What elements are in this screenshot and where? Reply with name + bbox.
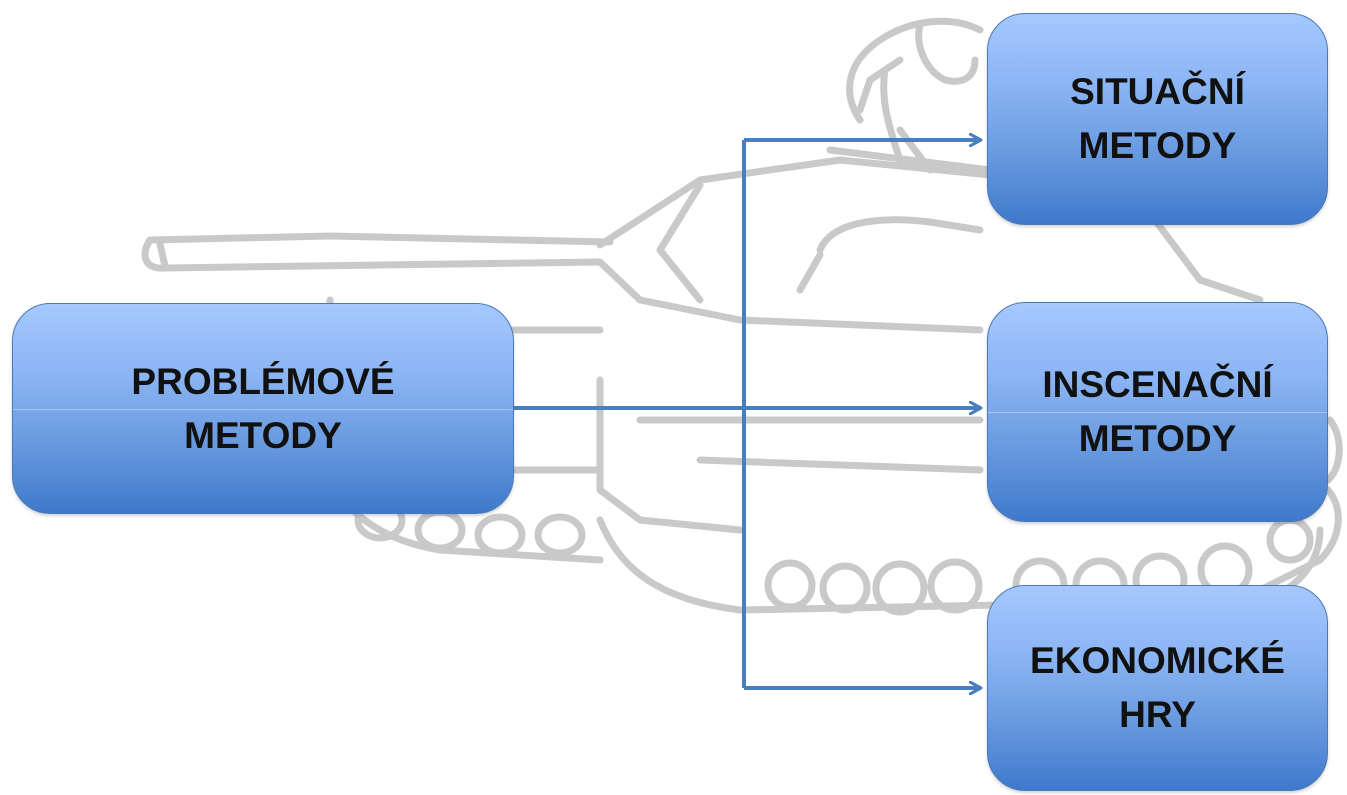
node-label: EKONOMICKÉ HRY [1030,640,1285,735]
node-situacni-metody: SITUAČNÍ METODY [987,13,1328,225]
node-sheen [988,412,1327,413]
node-sheen [13,408,513,410]
node-label: SITUAČNÍ METODY [1070,71,1245,166]
node-problemove-metody: PROBLÉMOVÉ METODY [12,303,514,514]
node-label: PROBLÉMOVÉ METODY [131,360,395,456]
node-ekonomicke-hry: EKONOMICKÉ HRY [987,585,1328,791]
node-inscenacni-metody: INSCENAČNÍ METODY [987,302,1328,522]
node-label: INSCENAČNÍ METODY [1042,364,1273,459]
